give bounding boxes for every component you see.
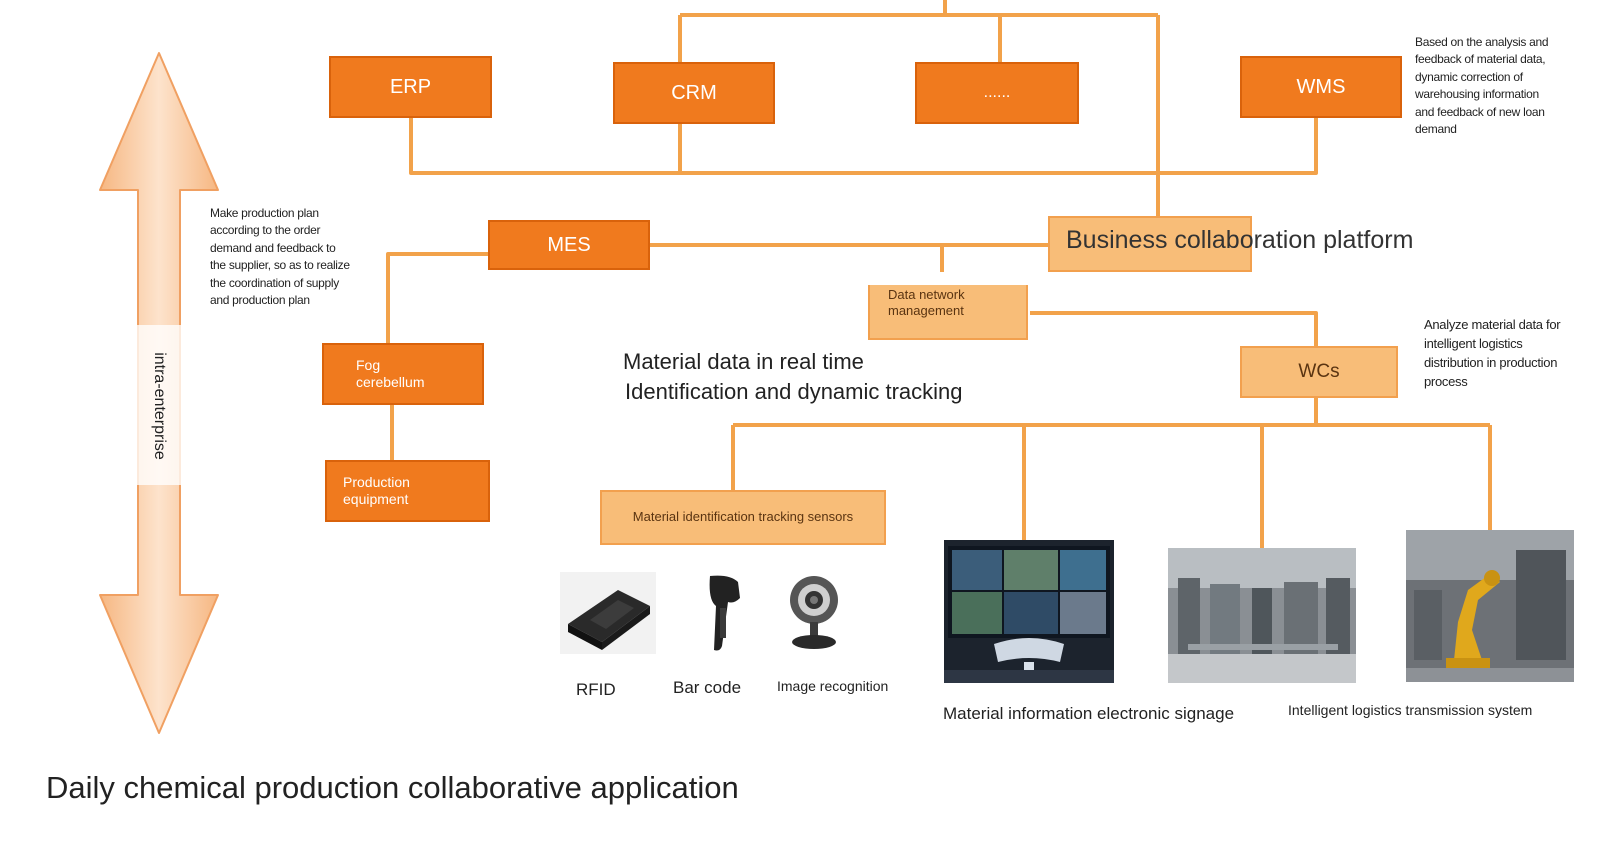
wms-box: WMS	[1240, 56, 1402, 118]
fog-cerebellum-label: Fog cerebellum	[356, 356, 425, 391]
wcs-label: WCs	[1298, 361, 1340, 383]
warehouse-line-image	[1168, 548, 1356, 683]
ellipsis-label: ......	[983, 84, 1011, 101]
mes-label: MES	[547, 233, 591, 256]
electronic-signage-image	[944, 540, 1114, 683]
wms-label: WMS	[1296, 75, 1346, 98]
image-recognition-camera-image	[784, 564, 844, 654]
crm-label: CRM	[671, 81, 717, 104]
connector-wcs-bus	[731, 398, 1492, 548]
data-network-box: Data network management	[868, 285, 1028, 340]
footer-title: Daily chemical production collaborative …	[46, 770, 739, 805]
image-recognition-label: Image recognition	[777, 678, 889, 694]
mes-box: MES	[488, 220, 650, 270]
rfid-label: RFID	[576, 680, 616, 699]
barcode-label: Bar code	[673, 678, 742, 697]
logistics-system-label: Intelligent logistics transmission syste…	[1288, 702, 1533, 718]
logistics-robot-image	[1406, 530, 1574, 682]
sensors-label: Material identification tracking sensors	[632, 509, 854, 525]
erp-box: ERP	[329, 56, 492, 118]
wcs-box: WCs	[1240, 346, 1398, 398]
production-equipment-label: Production equipment	[343, 473, 410, 508]
fog-cerebellum-box: Fog cerebellum	[322, 343, 484, 405]
erp-label: ERP	[389, 75, 432, 98]
data-network-label: Data network management	[888, 287, 965, 319]
realtime-line-1: Material data in real time	[623, 349, 864, 374]
wms-note: Based on the analysis and feedback of ma…	[1415, 35, 1549, 136]
barcode-scanner-image	[700, 572, 756, 654]
connector-dnm-wcs	[1030, 311, 1318, 346]
mes-note: Make production plan according to the or…	[210, 206, 350, 307]
connector-top-bus	[678, 0, 1160, 216]
ellipsis-box: ......	[915, 62, 1079, 124]
sensors-box: Material identification tracking sensors	[600, 490, 886, 545]
business-platform-box	[1048, 216, 1252, 272]
realtime-line-2: Identification and dynamic tracking	[625, 379, 963, 404]
crm-box: CRM	[613, 62, 775, 124]
intra-enterprise-label: intra-enterprise	[151, 352, 168, 460]
wcs-note: Analyze material data for intelligent lo…	[1424, 317, 1561, 389]
signage-label: Material information electronic signage	[943, 704, 1235, 723]
connector-second-bus	[409, 118, 1318, 175]
business-platform-label: Business collaboration platform	[1066, 226, 1414, 254]
connector-mes-fog	[386, 252, 488, 343]
rfid-reader-image	[560, 572, 656, 654]
production-equipment-box: Production equipment	[325, 460, 490, 522]
